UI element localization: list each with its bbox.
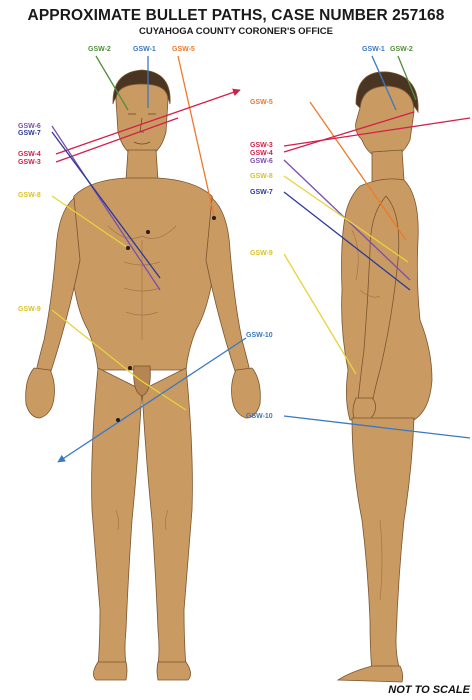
- side-label-gsw2: GSW-2: [390, 46, 413, 53]
- side-foot: [338, 666, 403, 682]
- front-head: [116, 84, 168, 158]
- front-right-leg: [142, 368, 192, 668]
- front-label-gsw3: GSW-3: [18, 159, 41, 166]
- front-left-leg: [92, 368, 142, 668]
- side-label-gsw9: GSW-9: [250, 250, 273, 257]
- side-label-gsw10: GSW-10: [246, 413, 273, 420]
- front-right-foot: [157, 662, 191, 680]
- side-label-gsw1: GSW-1: [362, 46, 385, 53]
- front-right-arm: [206, 198, 250, 374]
- side-label-gsw8: GSW-8: [250, 173, 273, 180]
- front-label-gsw8: GSW-8: [18, 192, 41, 199]
- front-left-hand: [26, 368, 55, 418]
- side-head: [356, 86, 414, 160]
- front-left-arm: [36, 198, 80, 374]
- side-label-gsw5: GSW-5: [250, 99, 273, 106]
- front-neck: [126, 150, 158, 180]
- front-label-gsw5: GSW-5: [172, 46, 195, 53]
- front-label-gsw4: GSW-4: [18, 151, 41, 158]
- front-right-hand: [232, 368, 261, 418]
- side-leg: [352, 418, 414, 672]
- side-label-gsw3: GSW-3: [250, 142, 273, 149]
- not-to-scale-note: NOT TO SCALE: [388, 684, 470, 696]
- side-label-gsw7: GSW-7: [250, 189, 273, 196]
- front-label-gsw10: GSW-10: [246, 332, 273, 339]
- front-label-gsw7: GSW-7: [18, 130, 41, 137]
- front-label-gsw2: GSW-2: [88, 46, 111, 53]
- side-label-gsw6: GSW-6: [250, 158, 273, 165]
- side-neck: [372, 150, 404, 182]
- front-left-foot: [93, 662, 127, 680]
- front-label-gsw1: GSW-1: [133, 46, 156, 53]
- front-label-gsw6: GSW-6: [18, 123, 41, 130]
- side-label-gsw4: GSW-4: [250, 150, 273, 157]
- front-figure: [26, 70, 261, 680]
- front-label-gsw9: GSW-9: [18, 306, 41, 313]
